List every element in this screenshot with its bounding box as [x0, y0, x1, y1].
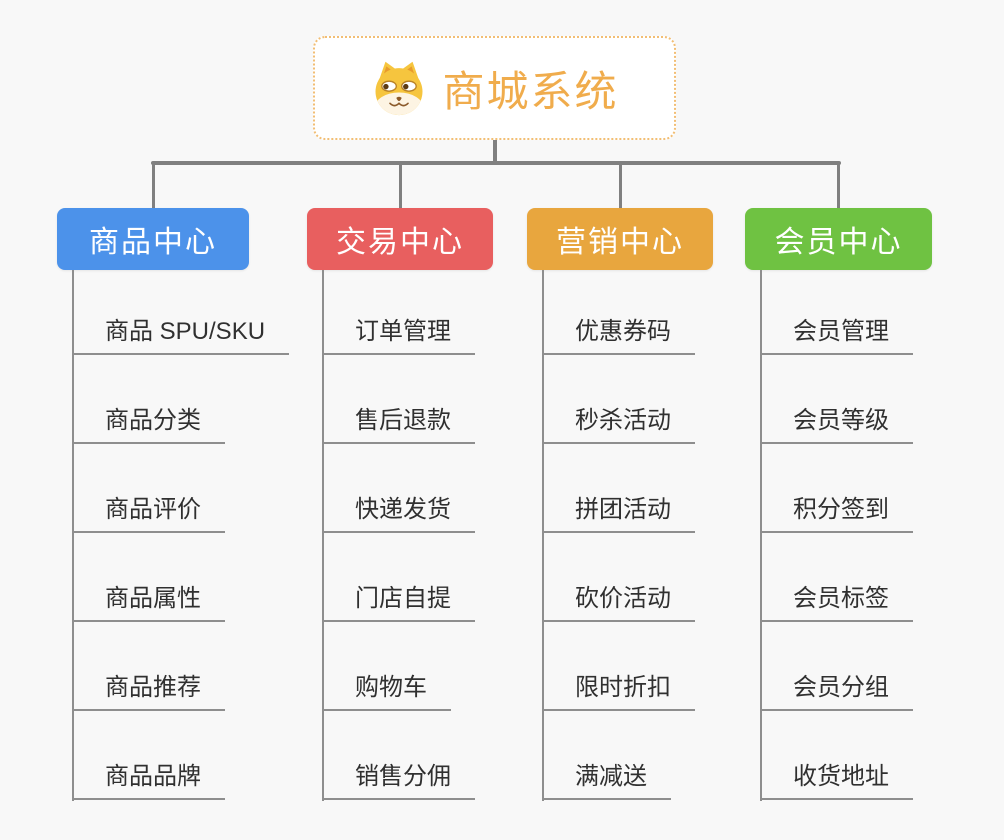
leaf-node[interactable]: 拼团活动 — [542, 497, 695, 533]
leaf-label: 会员等级 — [793, 407, 889, 434]
root-title: 商城系统 — [442, 67, 619, 115]
leaf-node[interactable]: 商品推荐 — [72, 675, 225, 711]
leaf-label: 商品品牌 — [105, 763, 201, 790]
leaf-label: 购物车 — [355, 674, 427, 701]
leaf-label: 砍价活动 — [575, 585, 671, 612]
leaf-node[interactable]: 砍价活动 — [542, 586, 695, 622]
branch-node[interactable]: 营销中心 — [527, 208, 713, 270]
leaf-node[interactable]: 限时折扣 — [542, 675, 695, 711]
leaf-label: 满减送 — [575, 763, 647, 790]
leaf-label: 会员标签 — [793, 585, 889, 612]
leaf-node[interactable]: 会员分组 — [760, 675, 913, 711]
leaf-label: 商品 SPU/SKU — [105, 318, 266, 345]
leaf-node[interactable]: 快递发货 — [322, 497, 475, 533]
leaf-label: 快递发货 — [355, 496, 451, 523]
leaf-node[interactable]: 购物车 — [322, 675, 451, 711]
connector-branch-drop — [837, 163, 840, 208]
leaf-node[interactable]: 商品分类 — [72, 408, 225, 444]
leaf-label: 售后退款 — [355, 407, 451, 434]
connector-horizontal-bar — [151, 161, 841, 165]
leaf-node[interactable]: 商品品牌 — [72, 764, 225, 800]
branch-child-line — [760, 270, 762, 801]
leaf-label: 收货地址 — [793, 763, 889, 790]
leaf-node[interactable]: 收货地址 — [760, 764, 913, 800]
leaf-label: 商品评价 — [105, 496, 201, 523]
leaf-node[interactable]: 积分签到 — [760, 497, 913, 533]
leaf-node[interactable]: 优惠券码 — [542, 319, 695, 355]
leaf-node[interactable]: 秒杀活动 — [542, 408, 695, 444]
leaf-node[interactable]: 满减送 — [542, 764, 671, 800]
branch-node[interactable]: 会员中心 — [745, 208, 932, 270]
connector-branch-drop — [398, 163, 402, 208]
leaf-label: 会员分组 — [793, 674, 889, 701]
leaf-node[interactable]: 订单管理 — [322, 319, 475, 355]
leaf-node[interactable]: 销售分佣 — [322, 764, 475, 800]
leaf-label: 商品分类 — [105, 407, 201, 434]
branch-label: 营销中心 — [556, 226, 684, 259]
leaf-node[interactable]: 商品属性 — [72, 586, 225, 622]
branch-child-line — [542, 270, 544, 801]
leaf-label: 商品属性 — [105, 585, 201, 612]
leaf-node[interactable]: 商品 SPU/SKU — [72, 318, 290, 355]
branch-child-line — [322, 270, 324, 801]
leaf-label: 秒杀活动 — [575, 407, 671, 434]
leaf-label: 限时折扣 — [575, 674, 671, 701]
leaf-label: 门店自提 — [355, 585, 451, 612]
leaf-node[interactable]: 售后退款 — [322, 408, 475, 444]
leaf-label: 商品推荐 — [105, 674, 201, 701]
leaf-label: 拼团活动 — [575, 496, 671, 523]
leaf-label: 销售分佣 — [355, 763, 451, 790]
connector-branch-drop — [151, 163, 155, 208]
connector-root-stub — [493, 140, 497, 163]
connector-branch-drop — [618, 163, 622, 208]
branch-node[interactable]: 商品中心 — [57, 208, 249, 270]
branch-label: 商品中心 — [89, 226, 217, 259]
branch-label: 会员中心 — [774, 226, 903, 259]
leaf-node[interactable]: 会员标签 — [760, 586, 913, 622]
dog-face-icon — [370, 60, 428, 116]
leaf-node[interactable]: 会员等级 — [760, 408, 913, 444]
leaf-node[interactable]: 商品评价 — [72, 497, 225, 533]
root-node[interactable]: 商城系统 — [313, 36, 676, 140]
leaf-label: 订单管理 — [355, 318, 451, 345]
branch-node[interactable]: 交易中心 — [307, 208, 493, 270]
branch-child-line — [72, 270, 74, 801]
leaf-node[interactable]: 门店自提 — [322, 586, 475, 622]
leaf-label: 积分签到 — [793, 496, 889, 523]
leaf-label: 会员管理 — [793, 318, 889, 345]
leaf-node[interactable]: 会员管理 — [760, 319, 913, 355]
leaf-label: 优惠券码 — [575, 318, 671, 345]
branch-label: 交易中心 — [336, 226, 464, 259]
